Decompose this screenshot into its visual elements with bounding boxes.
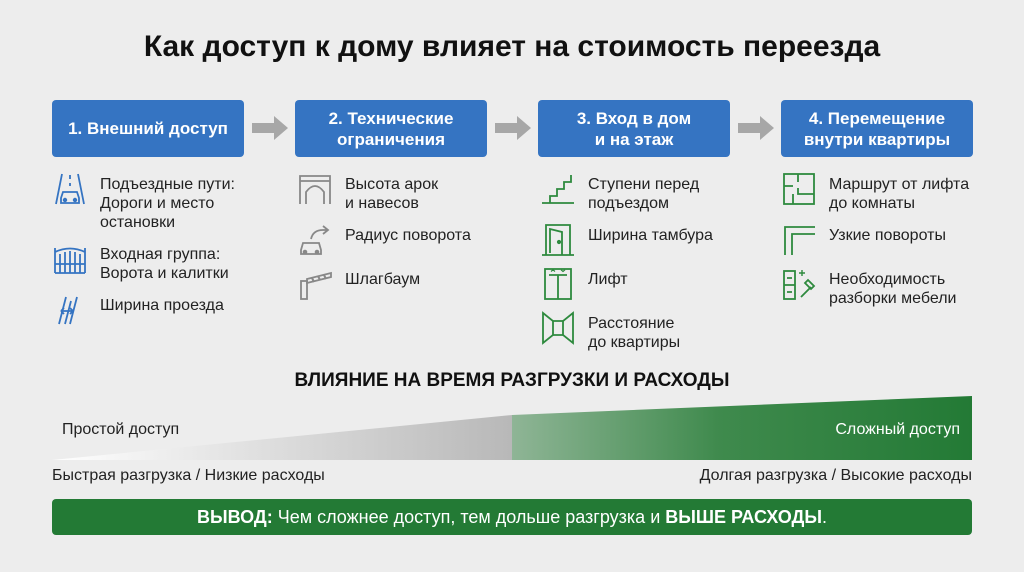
impact-title: ВЛИЯНИЕ НА ВРЕМЯ РАЗГРУЗКИ И РАСХОДЫ xyxy=(294,370,730,391)
list-item: Радиус поворота xyxy=(297,223,497,257)
step-1-external-access: 1. Внешний доступ xyxy=(52,100,244,157)
item-text: Радиус поворота xyxy=(345,227,471,244)
elevator-icon xyxy=(544,268,572,300)
item-text: Шлагбаум xyxy=(345,271,421,288)
furniture-disassembly-icon xyxy=(783,270,816,300)
narrow-turn-icon xyxy=(784,226,815,255)
list-item: Высота арок и навесов xyxy=(297,172,497,213)
arrow-right-icon xyxy=(252,116,288,140)
arch-icon xyxy=(299,175,331,204)
list-item: Шлагбаум xyxy=(297,267,497,301)
column-external-access: Подъездные пути: Дороги и место остановк… xyxy=(52,172,252,337)
list-item: Ширина проезда xyxy=(52,293,252,327)
list-item: Ступени перед подъездом xyxy=(540,172,740,213)
list-item: Маршрут от лифта до комнаты xyxy=(781,172,991,213)
page-title: Как доступ к дому влияет на стоимость пе… xyxy=(143,30,881,63)
slow-unloading-caption: Долгая разгрузка / Высокие расходы xyxy=(699,467,972,484)
conclusion-label: ВЫВОД: xyxy=(196,506,273,527)
item-text: Ширина проезда xyxy=(100,297,224,314)
column-entrance-floor: Ступени перед подъездом Ширина тамбура Л… xyxy=(540,172,740,362)
conclusion-text: Чем сложнее доступ, тем дольше разгрузка… xyxy=(272,506,666,527)
list-item: Подъездные пути: Дороги и место остановк… xyxy=(52,172,252,232)
item-text: Лифт xyxy=(588,271,628,288)
step-2-technical-limits: 2. Технические ограничения xyxy=(295,100,487,157)
arrow-right-icon xyxy=(738,116,774,140)
list-item: Узкие повороты xyxy=(781,223,991,257)
conclusion-emphasis: ВЫШЕ РАСХОДЫ xyxy=(665,506,823,527)
stairs-icon xyxy=(542,175,574,204)
column-technical-limits: Высота арок и навесов Радиус поворота Шл… xyxy=(297,172,497,311)
item-text: Подъездные пути: Дороги и место остановк… xyxy=(100,176,235,231)
step-3-entrance-floor: 3. Вход в дом и на этаж xyxy=(538,100,730,157)
column-inside-apartment: Маршрут от лифта до комнаты Узкие поворо… xyxy=(781,172,991,318)
door-icon xyxy=(542,224,574,256)
impact-gradient-wedge xyxy=(52,396,972,460)
item-text: Входная группа: Ворота и калитки xyxy=(100,246,229,282)
road-car-icon xyxy=(55,173,85,205)
step-4-inside-apartment: 4. Перемещение внутри квартиры xyxy=(781,100,973,157)
car-turn-icon xyxy=(300,225,330,255)
floorplan-icon xyxy=(783,173,815,205)
conclusion-end: . xyxy=(822,506,828,527)
list-item: Ширина тамбура xyxy=(540,223,740,257)
driveway-width-icon xyxy=(58,296,78,325)
fast-unloading-caption: Быстрая разгрузка / Низкие расходы xyxy=(52,467,325,484)
list-item: Лифт xyxy=(540,267,740,301)
item-text: Узкие повороты xyxy=(829,227,946,244)
item-text: Ступени перед подъездом xyxy=(588,176,700,212)
simple-access-label: Простой доступ xyxy=(62,421,180,438)
complex-access-label: Сложный доступ xyxy=(835,421,960,438)
corridor-icon xyxy=(542,311,574,345)
item-text: Необходимость разборки мебели xyxy=(829,271,957,307)
arrow-right-icon xyxy=(495,116,531,140)
list-item: Входная группа: Ворота и калитки xyxy=(52,242,252,283)
item-text: Расстояние до квартиры xyxy=(588,315,681,351)
list-item: Необходимость разборки мебели xyxy=(781,267,991,308)
item-text: Ширина тамбура xyxy=(588,227,713,244)
gate-icon xyxy=(54,247,86,274)
list-item: Расстояние до квартиры xyxy=(540,311,740,352)
barrier-icon xyxy=(300,271,332,300)
conclusion-banner: ВЫВОД: Чем сложнее доступ, тем дольше ра… xyxy=(52,499,972,535)
item-text: Маршрут от лифта до комнаты xyxy=(829,176,970,212)
item-text: Высота арок и навесов xyxy=(345,176,439,212)
